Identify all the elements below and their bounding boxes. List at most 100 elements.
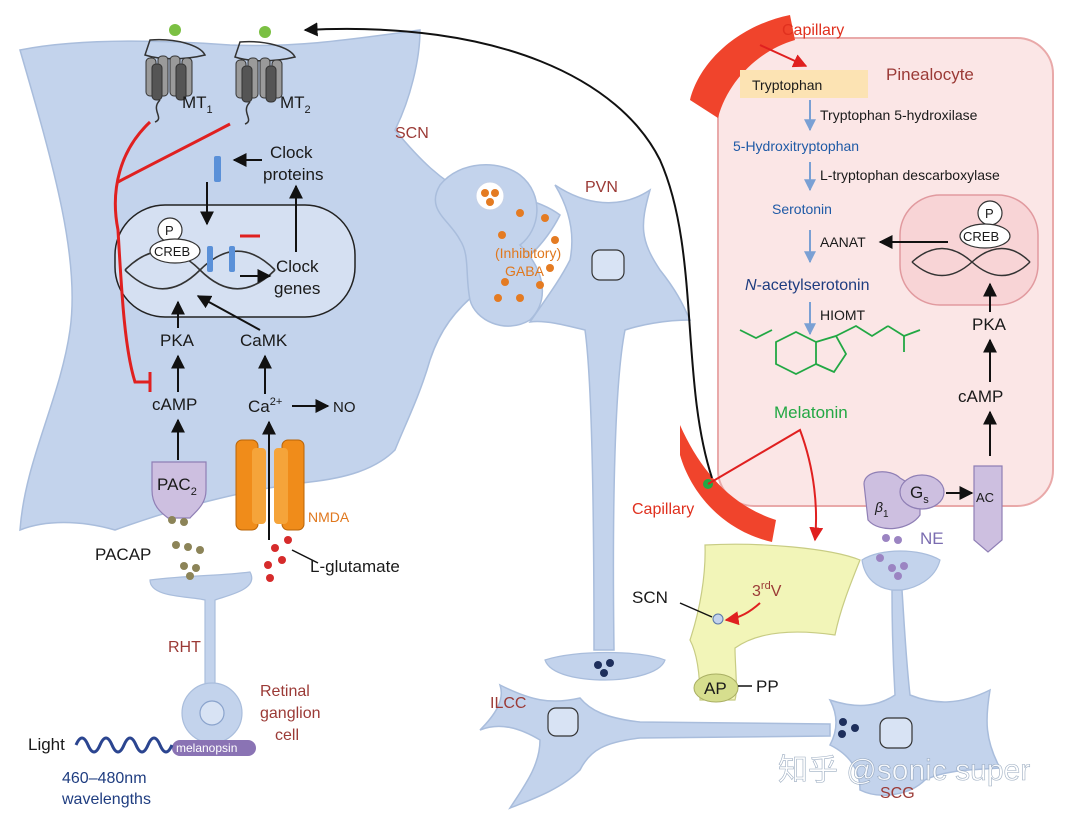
pvn-label: PVN: [585, 179, 618, 196]
scg-neuron: [828, 589, 1002, 796]
retinal-label-2: ganglion: [260, 705, 321, 722]
pineal-dna-helix: [911, 247, 1031, 277]
melatonin-structure-icon: [739, 324, 921, 376]
pacap-dots: [168, 516, 204, 580]
mt-inhibition-line: [113, 120, 152, 384]
rht-label: RHT: [168, 639, 201, 656]
gene-bar-2-icon: [229, 246, 235, 272]
gaba-vesicle-icon: [475, 181, 505, 211]
third-v-label: 3rdV: [752, 580, 782, 600]
glutamate-dots: [264, 536, 292, 582]
pacap-label: PACAP: [95, 545, 151, 564]
ne-dots: [876, 534, 908, 580]
clock-protein-bar-icon: [214, 156, 221, 182]
p-right-label: P: [985, 206, 994, 221]
pinealocyte-label: Pinealocyte: [886, 65, 974, 84]
camp-left-label: cAMP: [152, 395, 197, 414]
ac-label: AC: [976, 490, 994, 505]
gene-bar-1-icon: [207, 246, 213, 272]
melatonin-label: Melatonin: [774, 403, 848, 422]
pineal-nucleus: [899, 194, 1039, 306]
serotonin-label: Serotonin: [772, 201, 832, 217]
capillary-top-label: Capillary: [782, 22, 844, 39]
camp-right-label: cAMP: [958, 387, 1003, 406]
scn-bottom-dot: [712, 613, 724, 625]
third-v-arrow: [724, 602, 761, 626]
clock-genes-label-2: genes: [274, 279, 320, 298]
ne-label: NE: [920, 529, 944, 548]
creb-right-label: CREB: [963, 229, 999, 244]
ap-label: AP: [704, 679, 727, 698]
ac-enzyme: [973, 465, 1003, 553]
anterior-pituitary: [693, 673, 739, 703]
camk-arrow: [196, 295, 261, 331]
p-label: P: [165, 223, 174, 238]
scn-bottom-label: SCN: [632, 588, 668, 607]
ilcc-neuron: [479, 683, 831, 810]
scn-top-label: SCN: [395, 125, 429, 142]
retinal-label-3: cell: [275, 727, 299, 744]
scn-terminal: [434, 164, 544, 327]
watermark-text: 知乎 @sonic super: [778, 754, 1030, 787]
gaba-dots: [494, 209, 559, 302]
scg-terminal: [861, 550, 941, 591]
scg-nucleus: [879, 717, 913, 749]
ilcc-nucleus: [547, 707, 579, 737]
retinal-label-1: Retinal: [260, 683, 310, 700]
melanopsin-bar: [172, 740, 256, 756]
hiomt-label: HIOMT: [820, 307, 866, 323]
light-label: Light: [28, 735, 65, 754]
scg-label: SCG: [880, 785, 915, 802]
capillary-bottom: [680, 425, 776, 542]
pac2-label: PAC2: [157, 475, 197, 498]
pp-label: PP: [756, 677, 779, 696]
glutamate-pointer: [291, 549, 319, 564]
capillary-to-tryptophan-arrow: [759, 44, 808, 68]
scg-input-dots: [838, 718, 859, 738]
tryptophan-label: Tryptophan: [752, 77, 822, 93]
pvn-neuron: [528, 184, 692, 651]
capillary-bottom-label: Capillary: [632, 501, 694, 518]
aanat-label: AANAT: [820, 234, 866, 250]
pka-right-label: PKA: [972, 315, 1007, 334]
nmda-label: NMDA: [308, 509, 350, 525]
tryptophan-hydroxilase-label: Tryptophan 5-hydroxilase: [820, 107, 978, 123]
mt1-receptor-icon: [144, 24, 207, 123]
third-ventricle: [689, 543, 861, 701]
ilcc-label: ILCC: [490, 695, 526, 712]
mt2-receptor-icon: [234, 26, 297, 125]
no-label: NO: [333, 399, 356, 416]
pvn-nucleus: [591, 249, 625, 281]
wavelength-label-1: 460–480nm: [62, 770, 147, 787]
inhibitory-label: (Inhibitory): [495, 245, 561, 261]
capillary-top: [690, 15, 795, 118]
pvn-terminal-dots: [594, 659, 614, 677]
clock-proteins-label-1: Clock: [270, 143, 313, 162]
gs-protein: [899, 474, 945, 510]
creb-label: CREB: [154, 244, 190, 259]
pac2-receptor: [151, 461, 207, 519]
dna-helix: [124, 250, 276, 290]
clock-genes-label-1: Clock: [276, 257, 319, 276]
5htp-label: 5-Hydroxitryptophan: [733, 138, 859, 154]
mt2-inhibition-branch: [117, 122, 231, 184]
nmda-receptor-icon: [235, 439, 305, 531]
clock-proteins-label-2: proteins: [263, 165, 323, 184]
melatonin-feedback-arrow: [303, 22, 713, 479]
l-tryptophan-descarboxylase-label: L-tryptophan descarboxylase: [820, 167, 1000, 183]
melatonin-to-3rdv-path: [707, 428, 824, 542]
beta1-label: β1: [874, 499, 889, 520]
wavelength-label-2: wavelengths: [61, 791, 151, 808]
pka-left-label: PKA: [160, 331, 195, 350]
creb-shape: [149, 238, 201, 264]
camk-label: CaMK: [240, 331, 288, 350]
gaba-label: GABA: [505, 263, 545, 279]
mt1-label: MT1: [182, 93, 213, 116]
gs-label: Gs: [910, 483, 929, 506]
scn-bottom-pointer: [679, 602, 713, 618]
tryptophan-box: [740, 70, 868, 98]
light-wave-icon: [74, 736, 174, 754]
pineal-creb-shape: [959, 223, 1011, 249]
